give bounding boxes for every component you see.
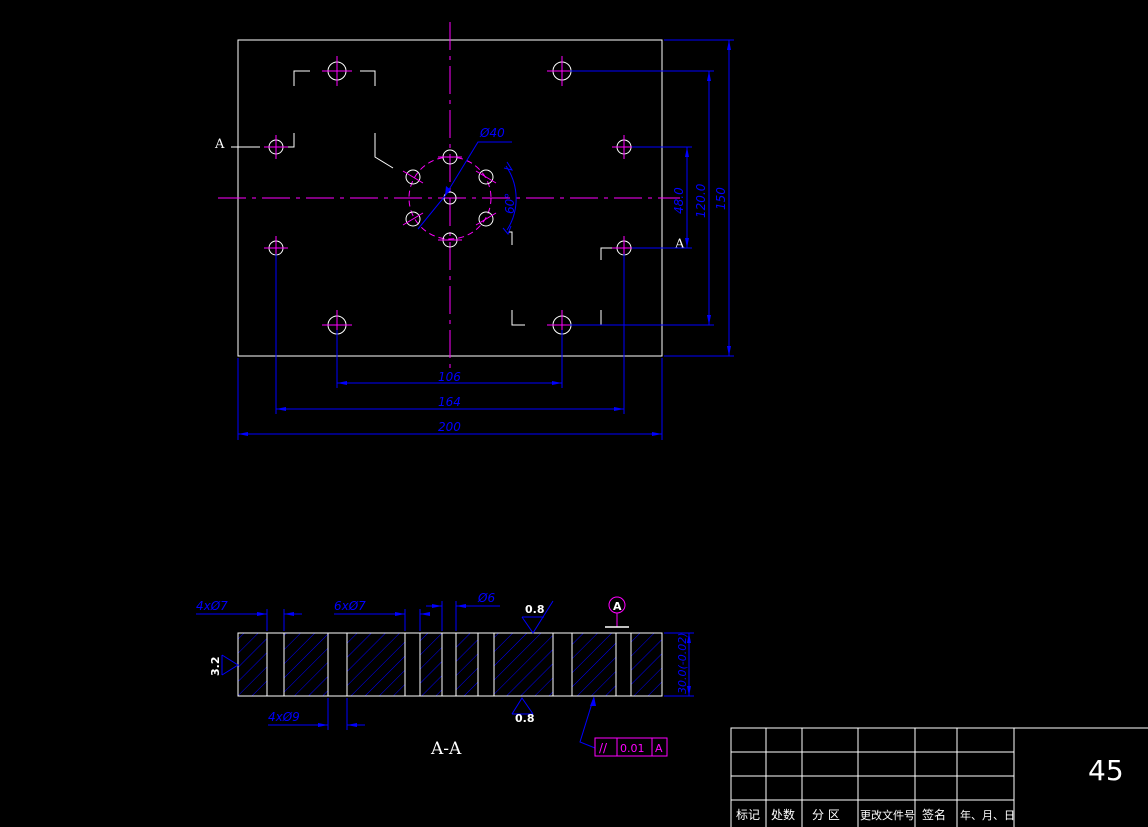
plan-arrowheads [238, 40, 731, 436]
sheet-number: 45 [1088, 754, 1124, 787]
title-block: 标记 处数 分 区 更改文件号 签名 年、月、日 45 [730, 727, 1148, 827]
roughness-top: 0.8 [525, 603, 545, 616]
callout-6x7: 6xØ7 [334, 599, 366, 613]
callout-4x7: 4xØ7 [196, 599, 228, 613]
section-hatch [238, 633, 662, 696]
roughness-left: 3.2 [209, 657, 222, 677]
bolt-hole [478, 169, 494, 185]
section-cut-path [231, 70, 668, 326]
roughness-text: 0.8 0.8 3.2 [209, 603, 545, 725]
section-label-left: A [214, 137, 225, 152]
dim-d40: Ø40 [479, 126, 505, 140]
section-label-right: A [674, 237, 685, 252]
callout-thickness: 30.0(-0.02) [676, 632, 689, 694]
dim-106: 106 [438, 370, 461, 384]
plan-view: A A [214, 22, 734, 440]
datum-symbol: A [605, 596, 629, 628]
plan-dimensions [237, 39, 734, 440]
parallelism-frame: // 0.01 A [594, 737, 668, 757]
section-title: A-A [430, 739, 462, 759]
parallel-tolerance: 0.01 [620, 742, 645, 755]
parallel-datum: A [655, 742, 663, 755]
bolt-hole [405, 211, 421, 227]
header-date: 年、月、日 [960, 808, 1015, 822]
title-block-grid [730, 727, 1148, 827]
dim-150: 150 [714, 187, 728, 210]
header-signature: 签名 [922, 807, 946, 822]
parallel-symbol: // [599, 741, 608, 755]
callout-d6: Ø6 [477, 591, 495, 605]
dim-48: 48.0 [672, 187, 686, 214]
header-count: 处数 [771, 807, 795, 822]
bolt-hole [405, 169, 421, 185]
bolt-hole [478, 211, 494, 227]
roughness-bottom: 0.8 [515, 712, 535, 725]
header-mark: 标记 [736, 808, 760, 822]
dim-angle: 60° [503, 193, 517, 214]
section-arrowheads [257, 604, 691, 727]
callout-4x9: 4xØ9 [268, 710, 300, 724]
dim-120: 120.0 [694, 183, 708, 218]
plan-dim-text: Ø40 60° 106 164 200 48.0 120.0 150 [438, 126, 728, 434]
header-change-doc: 更改文件号 [860, 808, 915, 822]
header-zone: 分 区 [812, 808, 840, 822]
title-block-headers: 标记 处数 分 区 更改文件号 签名 年、月、日 [736, 807, 1015, 822]
datum-label: A [613, 600, 622, 613]
section-outline [237, 632, 663, 697]
dim-200: 200 [438, 420, 461, 434]
dim-164: 164 [438, 395, 461, 409]
section-dim-text: 4xØ7 6xØ7 Ø6 4xØ9 30.0(-0.02) [196, 591, 689, 724]
section-view: A // 0.01 A 4xØ7 6xØ7 Ø6 4xØ9 30.0(-0.02… [196, 591, 694, 759]
